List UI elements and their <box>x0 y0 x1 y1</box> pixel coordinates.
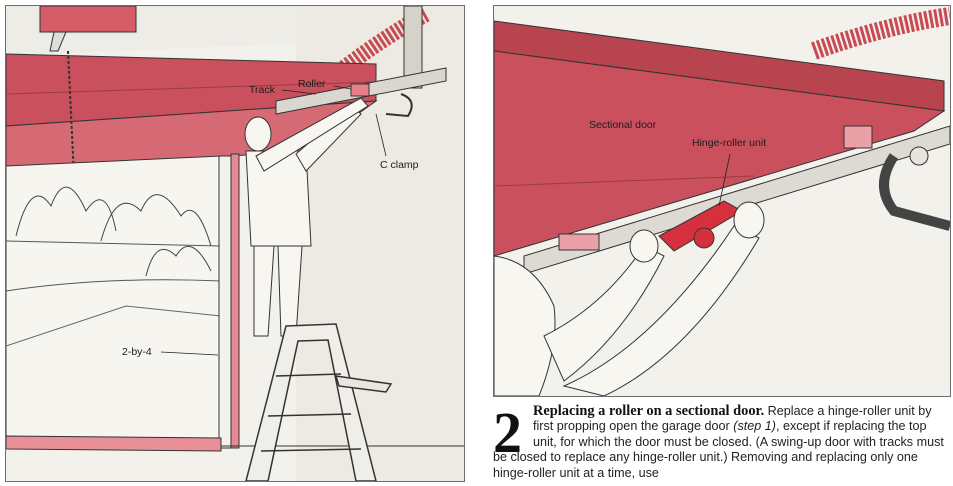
right-illustration-drawing <box>494 7 950 396</box>
label-roller: Roller <box>298 78 326 90</box>
spring-tube <box>339 6 430 75</box>
hinge-bracket-lower <box>558 233 600 251</box>
opener-motor <box>39 6 137 33</box>
label-sectional-door: Sectional door <box>589 119 657 131</box>
caption-paragraph: Replacing a roller on a sectional door. … <box>493 403 951 481</box>
left-illustration-drawing <box>6 6 464 481</box>
sectional-door-panel <box>494 50 946 257</box>
track-post <box>403 6 423 89</box>
step-caption: 2 Replacing a roller on a sectional door… <box>493 403 951 486</box>
person-figure <box>494 201 765 396</box>
caption-title: Replacing a roller on a sectional door. <box>533 403 765 419</box>
two-by-four-prop <box>218 155 232 449</box>
track-clamp <box>879 153 950 231</box>
trees <box>15 186 212 277</box>
label-track: Track <box>249 84 275 96</box>
roller-part <box>350 83 370 97</box>
caption-step-ref: (step 1) <box>733 419 776 434</box>
step-ladder <box>245 323 393 481</box>
caption-text-1: Replace a hinge-roller unit by first pro… <box>533 404 932 434</box>
step-number: 2 <box>493 403 522 465</box>
right-illustration: Sectional door Hinge-roller unit <box>493 5 951 397</box>
door-opening-view <box>6 155 222 447</box>
opener-bracket <box>49 31 67 52</box>
release-cord <box>67 50 75 177</box>
person-figure <box>244 97 369 337</box>
caption-text-2: , except if replacing the top unit, for … <box>493 419 944 480</box>
label-hinge-roller-unit: Hinge-roller unit <box>692 137 767 149</box>
left-illustration: Track Roller C clamp 2-by-4 <box>5 5 465 482</box>
c-clamp-part <box>385 93 413 118</box>
label-two-by-four: 2-by-4 <box>122 346 152 358</box>
hinge-bracket-upper <box>843 125 873 149</box>
label-c-clamp: C clamp <box>380 159 419 171</box>
spring-tube <box>810 7 950 60</box>
door-edge <box>230 153 240 449</box>
door-bottom-edge <box>6 435 222 452</box>
